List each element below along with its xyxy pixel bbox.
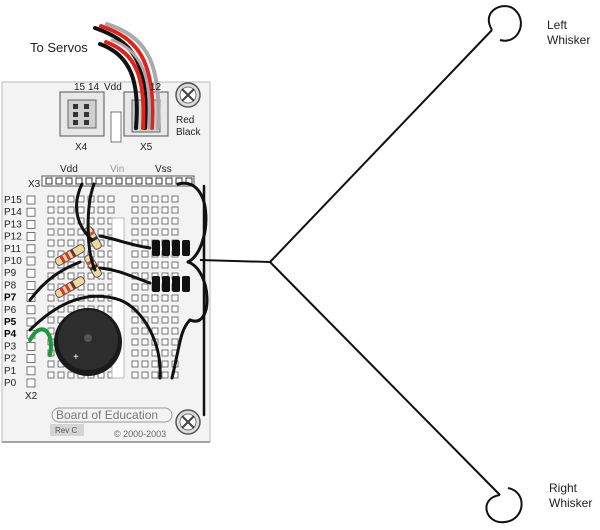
to-servos-label: To Servos	[30, 40, 88, 55]
x4-label: X4	[75, 142, 88, 153]
resistor-2-icon	[54, 276, 86, 298]
pin-label-p11: P11	[4, 244, 21, 255]
pin-label-p8: P8	[4, 280, 17, 291]
vdd-label: Vdd	[60, 164, 78, 175]
left-whisker	[269, 29, 493, 263]
piezo-buzzer-icon	[54, 308, 122, 376]
pin-label-p10: P10	[4, 256, 22, 267]
black-connectors	[152, 240, 190, 292]
pin-label-p12: P12	[4, 232, 22, 243]
servo-cables	[93, 22, 161, 130]
header-vdd-label: Vdd	[104, 82, 122, 93]
pin-label-p5: P5	[4, 317, 17, 328]
right-whisker-label-2: Whisker	[549, 496, 592, 510]
header-x4	[59, 91, 105, 137]
right-whisker-label-1: Right	[549, 481, 578, 495]
buzzer-plus-label: +	[73, 352, 79, 363]
pin-label-p4: P4	[4, 329, 17, 340]
pin-label-p7: P7	[4, 293, 17, 304]
pin-label-p1: P1	[4, 366, 17, 377]
right-whisker	[269, 261, 501, 496]
pin-socket-column	[26, 195, 36, 388]
jumper-wires	[28, 181, 209, 417]
screw-top-icon	[175, 82, 201, 108]
pin-label-p6: P6	[4, 305, 17, 316]
whiskers	[199, 5, 523, 524]
vin-label: Vin	[110, 164, 124, 175]
header-sockets	[45, 177, 193, 185]
header-12-label: 12	[150, 82, 162, 93]
pin-label-p9: P9	[4, 268, 17, 279]
pin-label-p14: P14	[4, 207, 22, 218]
rev-badge	[50, 424, 84, 436]
pin-label-p2: P2	[4, 354, 17, 365]
header-14-label: 14	[88, 82, 100, 93]
pin-label-p3: P3	[4, 341, 17, 352]
x5-label: X5	[140, 142, 153, 153]
pin-label-p15: P15	[4, 195, 22, 206]
pin-label-p0: P0	[4, 378, 17, 389]
x2-label: X2	[25, 391, 38, 402]
left-whisker-label-1: Left	[547, 18, 568, 32]
screw-bottom-icon	[175, 409, 201, 435]
header-15-label: 15	[74, 82, 86, 93]
whisker-stem	[199, 259, 271, 263]
copyright-label: © 2000-2003	[114, 429, 166, 439]
left-whisker-label-2: Whisker	[547, 33, 590, 47]
x3-label: X3	[28, 179, 41, 190]
resistor-1-icon	[54, 244, 86, 266]
board-name-box	[51, 407, 173, 423]
rev-label: Rev C	[55, 426, 77, 435]
vss-label: Vss	[155, 164, 172, 175]
right-whisker-loop-icon	[485, 487, 523, 524]
board-name: Board of Education	[56, 408, 158, 422]
pin-label-p13: P13	[4, 219, 22, 230]
red-label: Red	[176, 115, 194, 126]
left-whisker-loop-icon	[487, 5, 522, 42]
black-label: Black	[176, 127, 201, 138]
